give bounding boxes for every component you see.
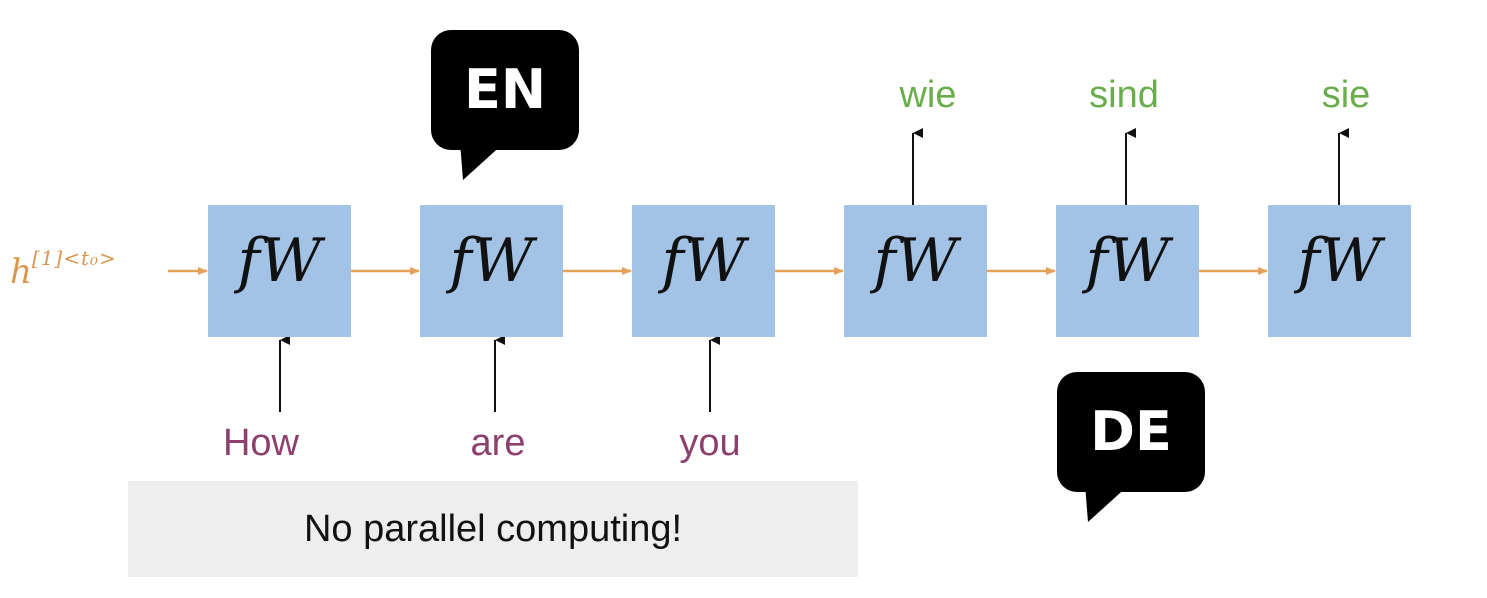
rnn-cell-5: fW — [1056, 205, 1199, 337]
decoder-speech-bubble: DE — [1057, 372, 1205, 492]
encoder-bubble-tail — [460, 142, 505, 180]
cell-function-label: fW — [237, 226, 322, 296]
rnn-cell-3: fW — [632, 205, 775, 337]
cell-function-label: fW — [1297, 226, 1382, 296]
rnn-cell-4: fW — [844, 205, 987, 337]
rnn-cell-2: fW — [420, 205, 563, 337]
decoder-language-label: DE — [1090, 400, 1172, 463]
initial-hidden-state-label: h[1]<t₀> — [10, 246, 117, 292]
cell-function-label: fW — [1085, 226, 1170, 296]
cell-function-label: fW — [449, 226, 534, 296]
output-word-sind: sind — [1089, 74, 1159, 116]
cell-function-label: fW — [661, 226, 746, 296]
output-word-sie: sie — [1321, 74, 1371, 116]
encoder-language-label: EN — [463, 58, 547, 121]
encoder-speech-bubble: EN — [431, 30, 579, 150]
cell-function-label: fW — [873, 226, 958, 296]
no-parallel-computing-banner: No parallel computing! — [128, 481, 858, 577]
input-word-you: you — [679, 422, 741, 464]
input-word-how: How — [222, 422, 300, 464]
rnn-cell-6: fW — [1268, 205, 1411, 337]
output-word-wie: wie — [899, 74, 957, 116]
rnn-cell-1: fW — [208, 205, 351, 337]
input-word-are: are — [470, 422, 526, 464]
banner-text: No parallel computing! — [303, 507, 683, 550]
hidden-state-base: h — [10, 252, 32, 292]
hidden-state-superscript: [1]<t₀> — [31, 246, 117, 270]
decoder-bubble-tail — [1085, 484, 1130, 522]
